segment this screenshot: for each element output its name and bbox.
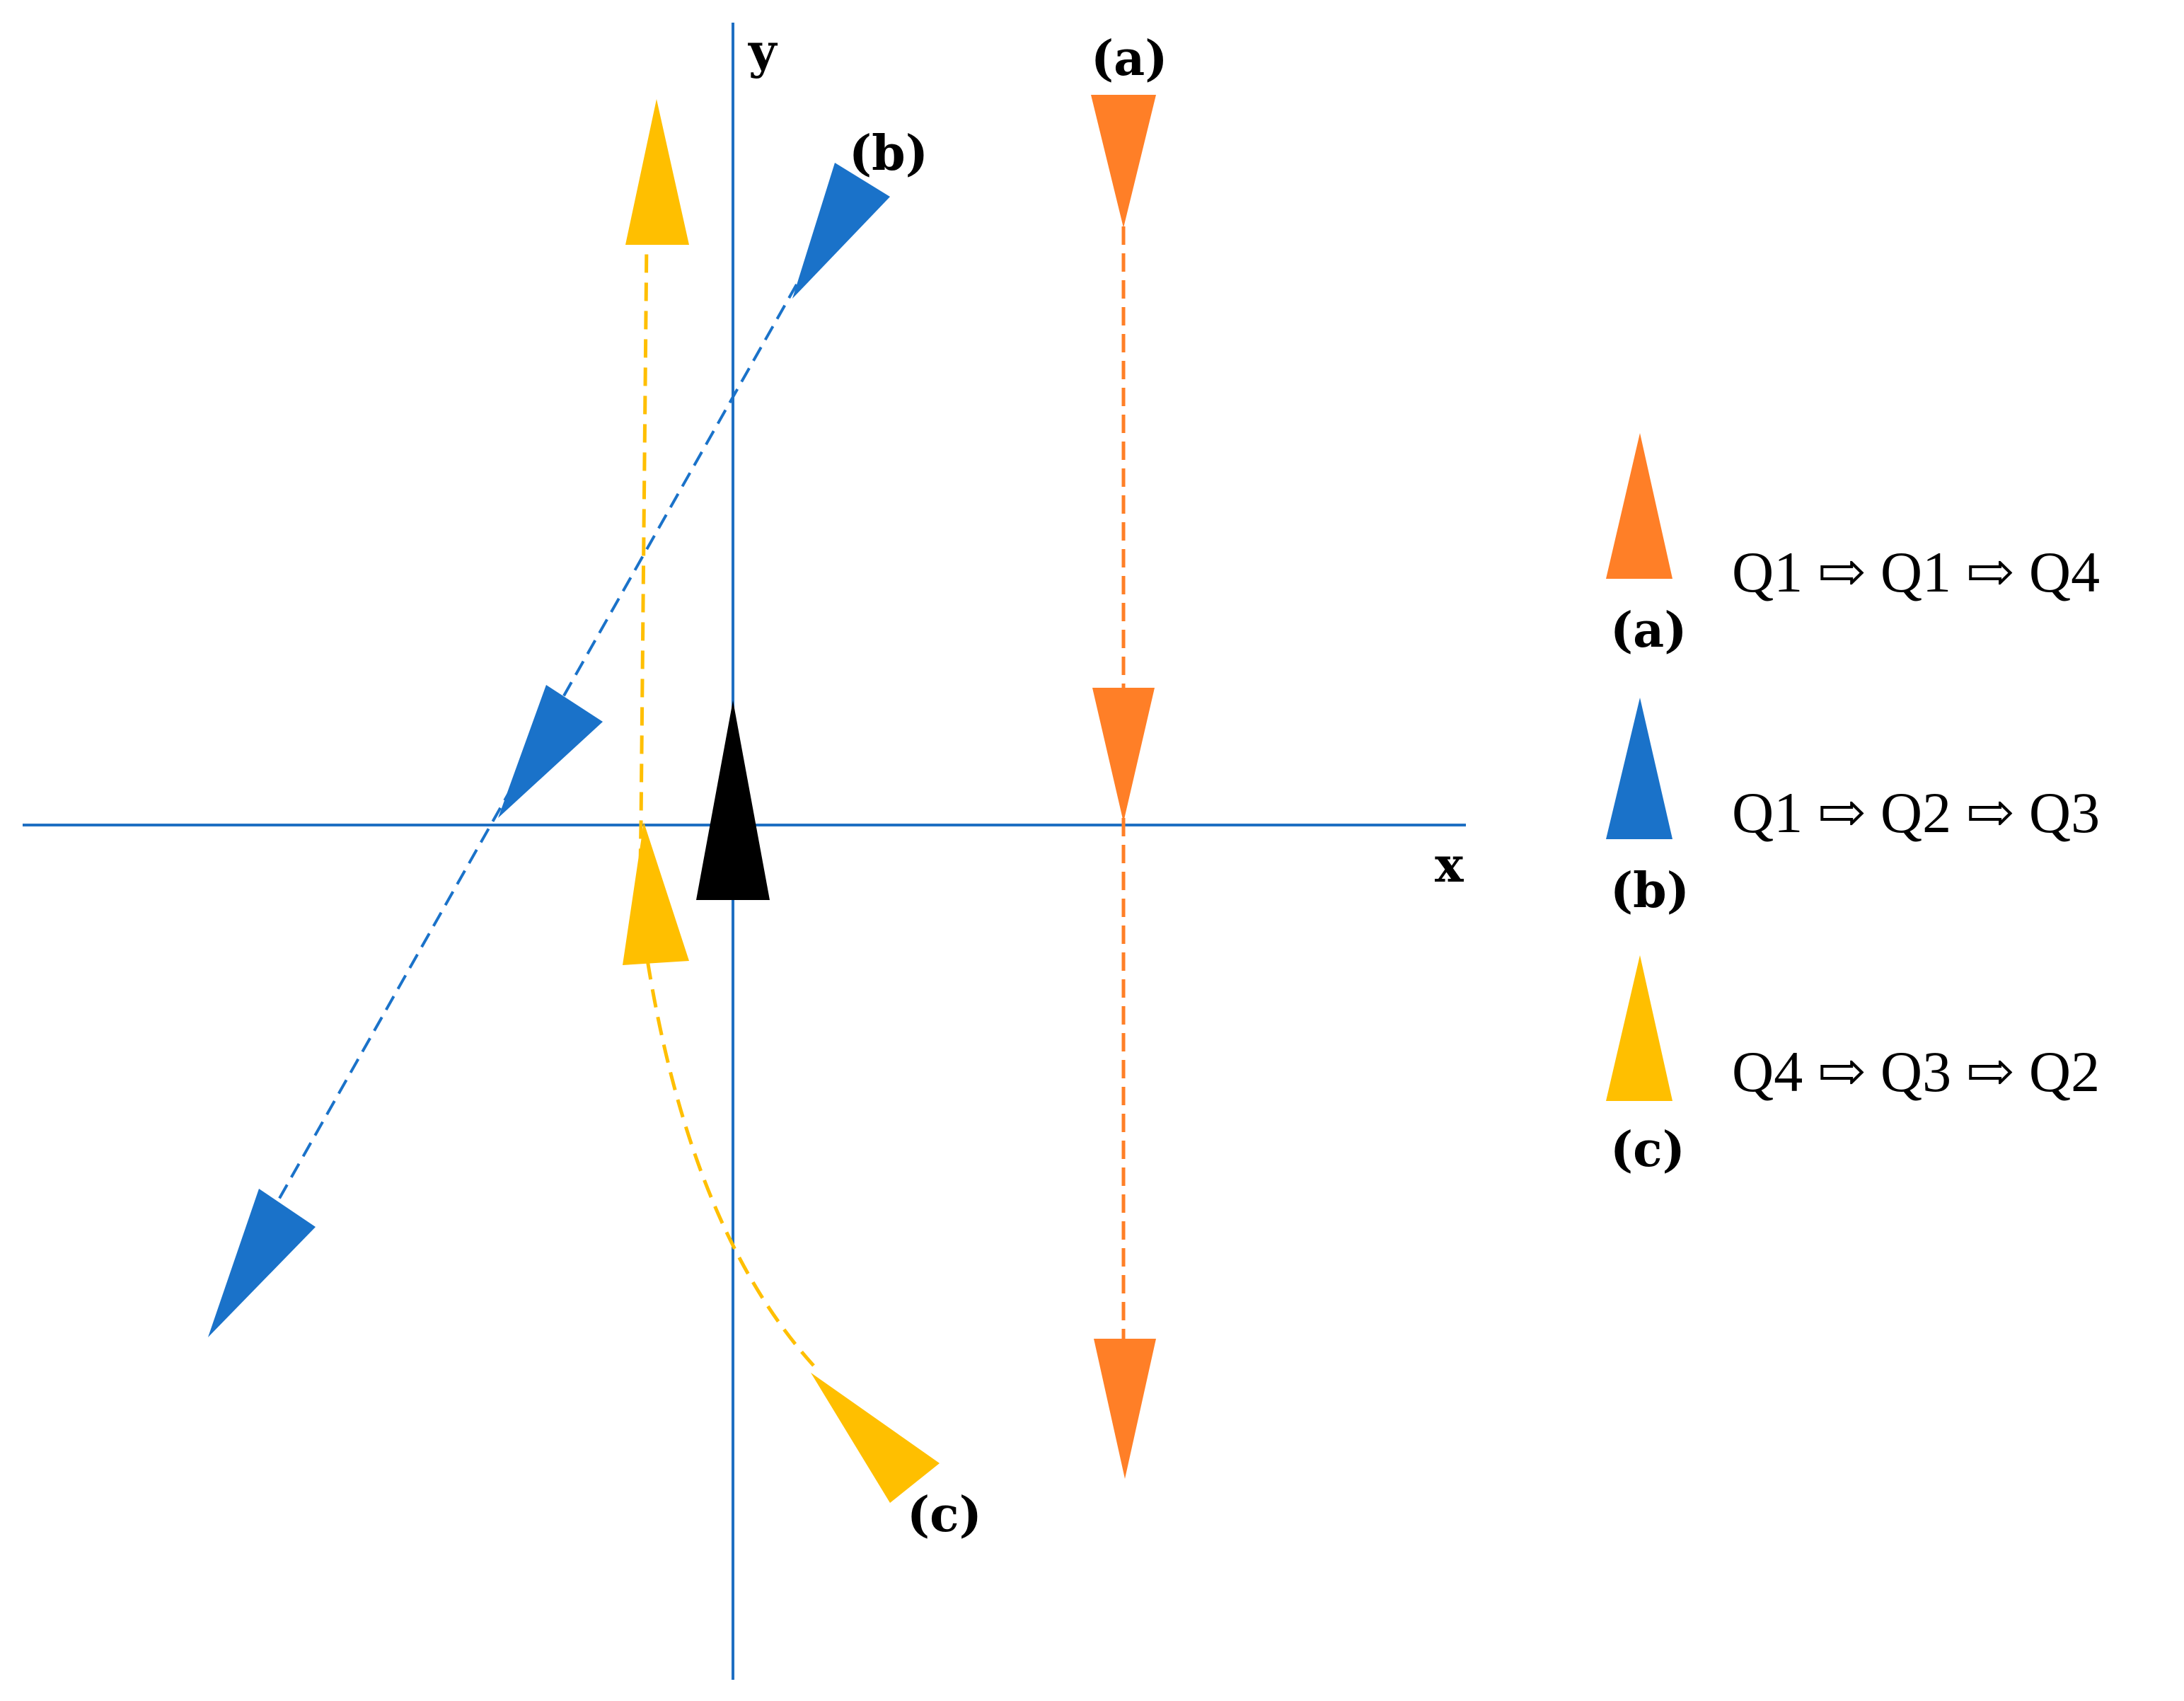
path-c-label: (c) <box>907 1487 982 1543</box>
legend: (a) Q1 ⇨ Q1 ⇨ Q4 (b) Q1 ⇨ Q2 ⇨ Q3 (c) Q4… <box>1606 433 2100 1178</box>
legend-marker-a <box>1606 433 1672 579</box>
legend-label-a: (a) <box>1610 602 1687 659</box>
path-b-arrow-1 <box>792 163 890 299</box>
path-a-arrow-1 <box>1091 95 1156 228</box>
legend-marker-b <box>1606 698 1672 839</box>
legend-label-b: (b) <box>1610 863 1689 919</box>
path-c-arrow-3 <box>811 1373 940 1503</box>
path-b-label: (b) <box>849 125 928 182</box>
legend-label-c: (c) <box>1610 1121 1685 1178</box>
origin-marker <box>696 700 770 900</box>
legend-sequence-a: Q1 ⇨ Q1 ⇨ Q4 <box>1732 540 2100 604</box>
path-b-arrow-3 <box>208 1189 316 1337</box>
path-c-line <box>637 240 815 1367</box>
path-a-label: (a) <box>1091 30 1167 87</box>
path-c-arrow-1 <box>625 99 689 245</box>
path-a-arrow-3 <box>1094 1339 1156 1479</box>
x-axis-label: x <box>1435 837 1464 894</box>
legend-sequence-c: Q4 ⇨ Q3 ⇨ Q2 <box>1732 1039 2100 1104</box>
path-c-arrow-2 <box>623 822 689 965</box>
path-b-arrow-2 <box>498 685 603 818</box>
legend-marker-c <box>1606 955 1672 1101</box>
path-a-arrow-2 <box>1092 688 1155 822</box>
legend-sequence-b: Q1 ⇨ Q2 ⇨ Q3 <box>1732 780 2100 845</box>
y-axis-label: y <box>748 23 778 80</box>
